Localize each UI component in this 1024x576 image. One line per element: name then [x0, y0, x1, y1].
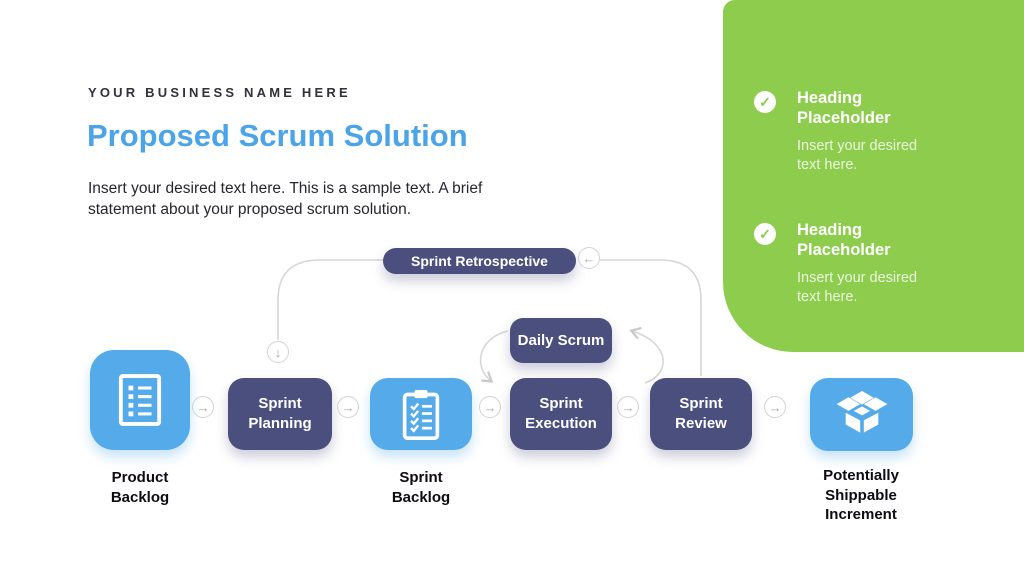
product-backlog-node	[90, 350, 190, 450]
arrow-right-icon: →	[617, 396, 639, 418]
product-backlog-caption: Product Backlog	[110, 469, 170, 506]
slide-description: Insert your desired text here. This is a…	[88, 180, 483, 219]
panel-item-1: ✓ Heading Placeholder Insert your desire…	[754, 88, 994, 175]
backlog-document-icon	[118, 374, 162, 426]
sprint-execution-node: Sprint Execution	[510, 378, 612, 450]
slide-title: Proposed Scrum Solution	[87, 118, 468, 153]
arrow-right-icon: →	[192, 396, 214, 418]
check-circle-icon: ✓	[754, 223, 776, 245]
arrow-left-icon: ←	[578, 247, 600, 269]
panel-item-2: ✓ Heading Placeholder Insert your desire…	[754, 220, 994, 307]
arrow-right-icon: →	[479, 396, 501, 418]
sprint-backlog-caption: Sprint Backlog	[391, 469, 451, 506]
sprint-retrospective-node: Sprint Retrospective	[383, 248, 576, 274]
arrow-down-icon: ↓	[267, 341, 289, 363]
check-circle-icon: ✓	[754, 91, 776, 113]
sprint-review-node: Sprint Review	[650, 378, 752, 450]
sprint-backlog-node	[370, 378, 472, 450]
side-panel: ✓ Heading Placeholder Insert your desire…	[723, 0, 1024, 352]
arrow-right-icon: →	[764, 396, 786, 418]
panel-heading-2: Heading Placeholder	[797, 221, 891, 260]
arrow-right-icon: →	[337, 396, 359, 418]
clipboard-checklist-icon	[402, 389, 440, 440]
panel-body-2: Insert your desired text here.	[797, 270, 918, 306]
sprint-planning-node: Sprint Planning	[228, 378, 332, 450]
panel-heading-1: Heading Placeholder	[797, 89, 891, 128]
panel-body-1: Insert your desired text here.	[797, 138, 918, 174]
shippable-increment-node	[810, 378, 913, 451]
open-box-icon	[836, 390, 887, 433]
daily-scrum-node: Daily Scrum	[510, 318, 612, 363]
business-name: YOUR BUSINESS NAME HERE	[88, 85, 351, 100]
shippable-increment-caption: Potentially Shippable Increment	[823, 467, 899, 523]
